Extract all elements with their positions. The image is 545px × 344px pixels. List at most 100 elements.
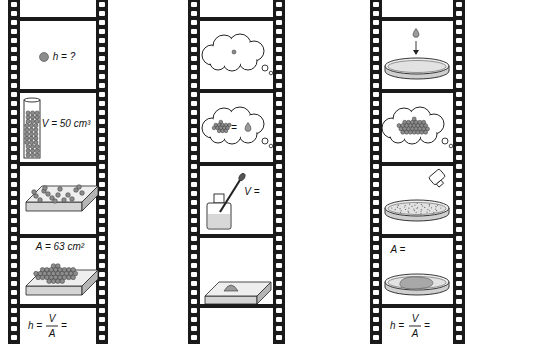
ball — [26, 149, 30, 153]
ball — [30, 111, 34, 115]
perforation — [11, 47, 17, 52]
perforation — [373, 317, 379, 322]
perforation — [11, 254, 17, 259]
powder-dot — [421, 204, 422, 205]
perforation — [456, 173, 462, 178]
perforation — [373, 11, 379, 16]
perforation — [11, 92, 17, 97]
perforation — [276, 110, 282, 115]
perforation — [456, 164, 462, 169]
powder-dot — [422, 205, 423, 206]
perforation — [11, 128, 17, 133]
perforation — [456, 56, 462, 61]
perforation — [456, 29, 462, 34]
perforation — [456, 74, 462, 79]
film-frame — [382, 308, 453, 344]
perforation — [99, 218, 105, 223]
perforation — [99, 236, 105, 241]
perforation — [99, 164, 105, 169]
powder-dot — [426, 212, 427, 213]
perforation — [191, 200, 197, 205]
perforation — [191, 2, 197, 7]
ball — [25, 132, 29, 136]
perforation — [191, 47, 197, 52]
perforation — [456, 272, 462, 277]
ball — [34, 132, 38, 136]
perforation — [276, 326, 282, 331]
powder-dot — [408, 212, 409, 213]
perforation — [99, 20, 105, 25]
perforation — [11, 155, 17, 160]
pipette-bulb — [238, 172, 247, 182]
formula-label: h = — [28, 321, 42, 331]
powder-dot — [414, 205, 415, 206]
film-frame — [200, 0, 273, 17]
perforation — [276, 137, 282, 142]
perforation — [191, 146, 197, 151]
oil-drop — [245, 123, 251, 132]
ball — [420, 130, 424, 134]
powder-dot — [433, 212, 434, 213]
thought-bubble — [449, 144, 453, 148]
perforation — [11, 272, 17, 277]
cloud-fill — [212, 117, 256, 137]
ball — [412, 130, 416, 134]
ball — [30, 145, 34, 149]
perforation — [456, 146, 462, 151]
perforation — [276, 290, 282, 295]
powder-dot — [397, 207, 398, 208]
perforation — [11, 281, 17, 286]
perforation — [456, 281, 462, 286]
ball — [29, 128, 33, 132]
perforation — [276, 2, 282, 7]
ball — [32, 190, 37, 195]
ball — [232, 50, 236, 54]
perforation — [99, 128, 105, 133]
perforation — [191, 254, 197, 259]
perforation — [456, 92, 462, 97]
thought-bubble — [442, 138, 448, 144]
ball — [40, 275, 45, 280]
thought-bubble — [262, 138, 268, 144]
perforation — [99, 38, 105, 43]
perforation — [191, 317, 197, 322]
perforation — [11, 227, 17, 232]
film-frame — [20, 93, 96, 162]
powder-dot — [411, 206, 412, 207]
perforation — [11, 101, 17, 106]
powder-dot — [436, 210, 437, 211]
ball — [66, 193, 71, 198]
perforation — [11, 11, 17, 16]
perforation — [99, 308, 105, 313]
perforation — [276, 47, 282, 52]
ball — [30, 149, 34, 153]
ball — [29, 140, 33, 144]
ball — [26, 145, 30, 149]
illustrations — [24, 29, 453, 327]
ball — [35, 149, 39, 153]
ball — [424, 130, 428, 134]
perforation — [191, 263, 197, 268]
perforation — [373, 173, 379, 178]
powder-dot — [404, 206, 405, 207]
perforation — [456, 254, 462, 259]
perforation — [456, 47, 462, 52]
ball — [77, 185, 82, 190]
perforation — [456, 182, 462, 187]
perforation — [191, 272, 197, 277]
perforation — [276, 335, 282, 340]
perforation — [373, 218, 379, 223]
perforation — [191, 20, 197, 25]
powder-dot — [405, 209, 406, 210]
perforation — [276, 164, 282, 169]
perforation — [456, 101, 462, 106]
perforation — [456, 38, 462, 43]
perforation — [276, 227, 282, 232]
film-frame — [382, 238, 453, 304]
perforation — [11, 119, 17, 124]
perforation — [99, 317, 105, 322]
thought-bubble — [269, 71, 273, 75]
perforation — [191, 119, 197, 124]
perforation — [99, 254, 105, 259]
perforation — [191, 128, 197, 133]
